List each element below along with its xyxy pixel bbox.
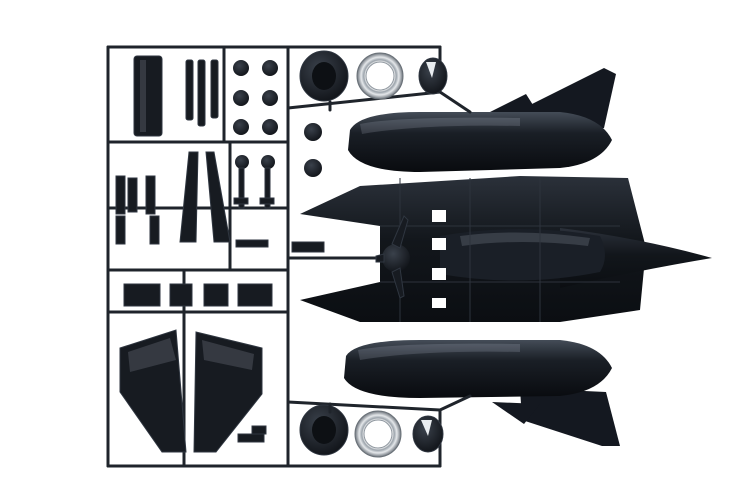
small-wheel-parts (233, 60, 322, 177)
aircraft-fuselage-half (300, 68, 712, 446)
landing-gear-struts (115, 151, 325, 253)
sprue-frame (106, 45, 442, 468)
sprue-gates (328, 90, 472, 414)
cross-shaped-part (375, 215, 410, 299)
engine-exhaust-parts-bottom (299, 404, 444, 458)
engine-exhaust-parts-top (299, 50, 448, 102)
landing-gear-door-parts (133, 55, 219, 137)
small-panel-parts (123, 283, 273, 307)
vertical-tail-fin-parts (119, 329, 267, 453)
